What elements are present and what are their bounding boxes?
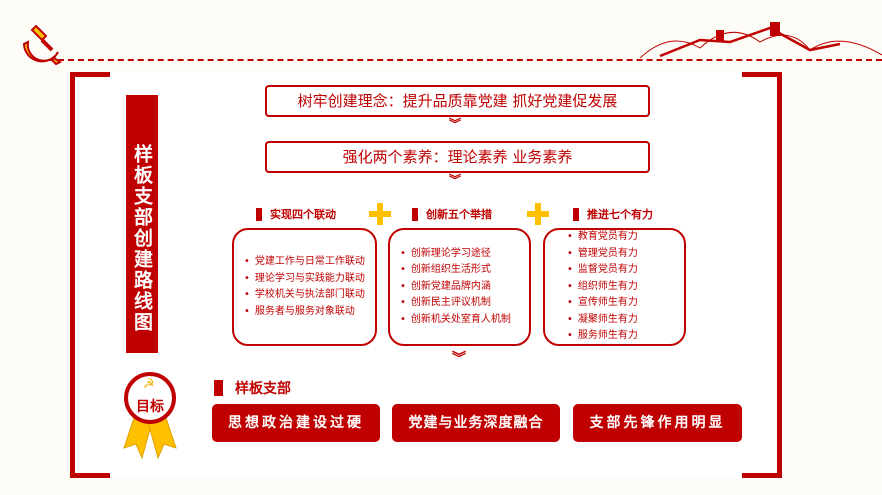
list-item: 创新党建品牌内涵 — [400, 279, 519, 296]
column-heading: 实现四个联动 — [256, 206, 336, 222]
corner-top-left — [70, 72, 110, 478]
column-heading: 创新五个举措 — [412, 206, 492, 222]
literacy-box: 强化两个素养：理论素养 业务素养 — [265, 141, 650, 173]
list-item: 宣传师生有力 — [567, 295, 674, 312]
emblem-icon: ☭ — [143, 377, 155, 392]
list-item: 监督党员有力 — [567, 262, 674, 279]
list-item: 创新机关处室育人机制 — [400, 312, 519, 329]
list-item: 创新组织生活形式 — [400, 262, 519, 279]
list-item: 管理党员有力 — [567, 246, 674, 263]
banner-title: 样板支部创建路线图 — [126, 95, 158, 353]
column-heading: 推进七个有力 — [573, 206, 653, 222]
corner-right — [742, 72, 782, 478]
list-item: 教育党员有力 — [567, 229, 674, 246]
chevron-down-icon: ︾ — [452, 351, 466, 367]
goal-item: 党建与业务深度融合 — [392, 404, 560, 442]
plus-icon — [527, 203, 549, 225]
list-item: 党建工作与日常工作联动 — [244, 254, 365, 271]
column-card: 党建工作与日常工作联动 理论学习与实践能力联动 学校机关与执法部门联动 服务者与… — [232, 228, 377, 346]
list-item: 服务师生有力 — [567, 328, 674, 345]
party-emblem-icon — [20, 22, 64, 66]
chevron-down-icon: ︾ — [448, 117, 461, 131]
list-item: 学校机关与执法部门联动 — [244, 287, 365, 304]
concept-box: 树牢创建理念：提升品质靠党建 抓好党建促发展 — [265, 85, 650, 117]
goal-badge: ☭ 目标 — [122, 372, 178, 462]
chevron-down-icon: ︾ — [448, 173, 461, 187]
header-divider — [48, 59, 882, 61]
goal-heading: 样板支部 — [214, 378, 291, 398]
column-card: 教育党员有力 管理党员有力 监督党员有力 组织师生有力 宣传师生有力 凝聚师生有… — [543, 228, 686, 346]
list-item: 创新理论学习途径 — [400, 246, 519, 263]
list-item: 创新民主评议机制 — [400, 295, 519, 312]
list-item: 理论学习与实践能力联动 — [244, 271, 365, 288]
list-item: 组织师生有力 — [567, 279, 674, 296]
goal-item: 思想政治建设过硬 — [212, 404, 380, 442]
plus-icon — [369, 203, 391, 225]
badge-label: 目标 — [136, 399, 164, 415]
great-wall-decoration — [639, 20, 882, 59]
column-card: 创新理论学习途径 创新组织生活形式 创新党建品牌内涵 创新民主评议机制 创新机关… — [388, 228, 531, 346]
goal-item: 支部先锋作用明显 — [573, 404, 742, 442]
list-item: 服务者与服务对象联动 — [244, 304, 365, 321]
list-item: 凝聚师生有力 — [567, 312, 674, 329]
